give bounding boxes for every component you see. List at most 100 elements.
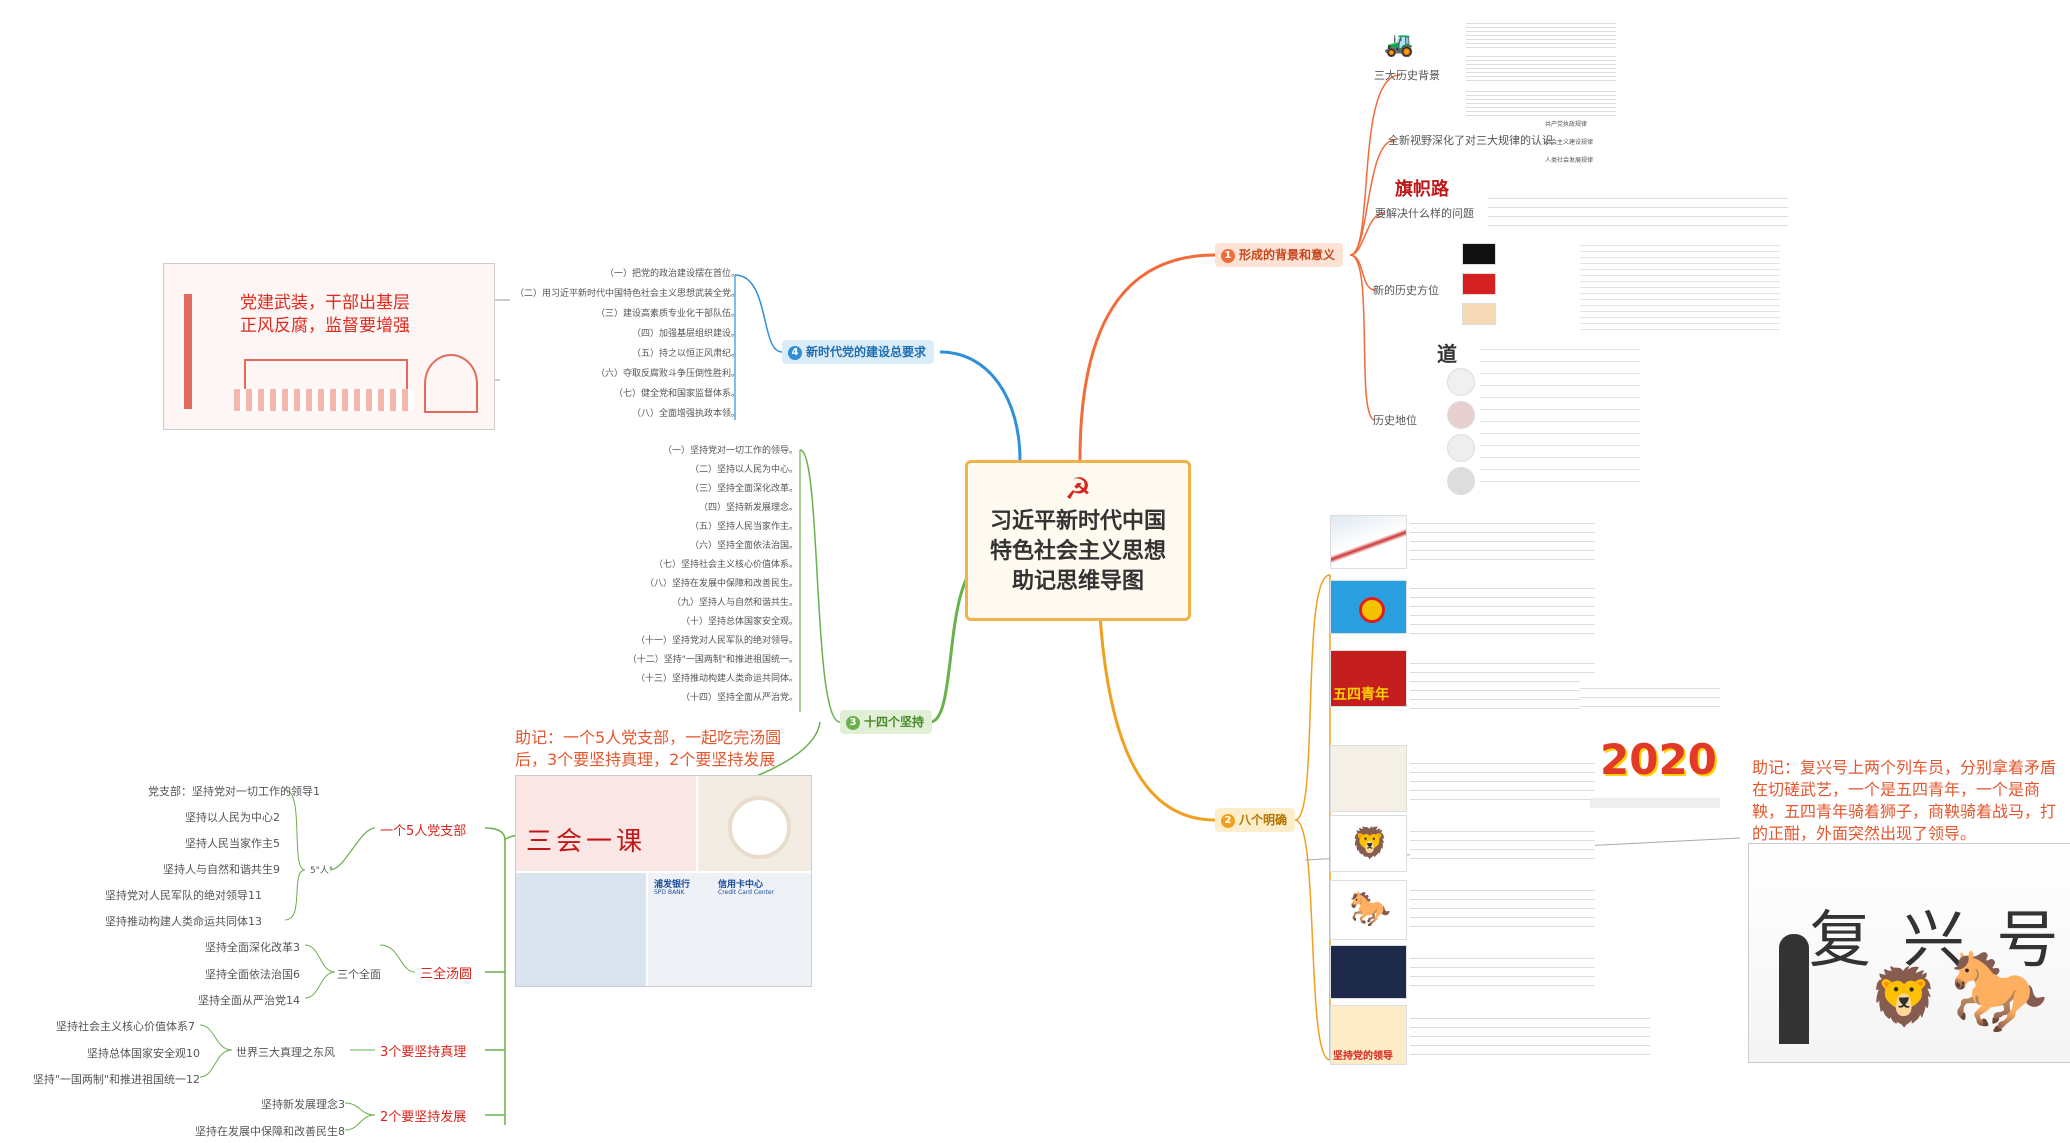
group-three-truths-mid: 世界三大真理之东风 <box>236 1046 335 1059</box>
tiananmen-roof <box>244 359 408 391</box>
bank-name-en: SPD BANK <box>654 889 685 896</box>
group-three-comprehensive[interactable]: 三全汤圆 <box>420 967 473 982</box>
target-thumb <box>1330 580 1407 634</box>
clarify-7-text <box>1410 950 1595 990</box>
g1-item[interactable]: 坚持以人民为中心2 <box>185 811 280 824</box>
b3-item-11[interactable]: （十一）坚持党对人民军队的绝对领导。 <box>635 636 798 646</box>
g1-item[interactable]: 坚持人民当家作主5 <box>185 837 280 850</box>
three-meetings-banner: 三会一课 <box>516 776 696 871</box>
party-lead-thumb: 坚持党的领导 <box>1330 1005 1407 1065</box>
clarify-3-text <box>1410 655 1595 710</box>
problem-text <box>1488 190 1788 230</box>
group-three-truths[interactable]: 3个要坚持真理 <box>380 1045 467 1060</box>
branch-number-badge: 3 <box>846 715 860 730</box>
b3-item-4[interactable]: （四）坚持新发展理念。 <box>698 503 798 513</box>
branch-number-badge: 1 <box>1221 248 1235 263</box>
status-thumb-4 <box>1447 467 1475 495</box>
b3-item-6[interactable]: （六）坚持全面依法治国。 <box>689 541 798 551</box>
fuxing-glyphs: 复 兴 号 <box>1809 903 2065 976</box>
youth-label: 五四青年 <box>1333 687 1389 703</box>
b3-item-1[interactable]: （一）坚持党对一切工作的领导。 <box>662 446 798 456</box>
position-text <box>1580 240 1780 330</box>
position-thumb-3 <box>1462 303 1496 325</box>
b4-item-4[interactable]: （四）加强基层组织建设。 <box>631 329 740 339</box>
branch-label: 八个明确 <box>1239 813 1288 827</box>
b3-item-14[interactable]: （十四）坚持全面从严治党。 <box>680 693 798 703</box>
b1-sub-history-background[interactable]: 三大历史背景 <box>1374 69 1440 82</box>
clarify-8-text <box>1410 1010 1650 1060</box>
party-building-illustration: 党建武装，干部出基层 正风反腐，监督要增强 <box>163 263 495 430</box>
g2-item[interactable]: 坚持全面深化改革3 <box>205 941 300 954</box>
clarify-4-text <box>1410 755 1595 800</box>
g2-item[interactable]: 坚持全面依法治国6 <box>205 968 300 981</box>
b3-item-8[interactable]: （八）坚持在发展中保障和改善民生。 <box>644 579 798 589</box>
b3-item-9[interactable]: （九）坚持人与自然和谐共生。 <box>671 598 798 608</box>
g2-item[interactable]: 坚持全面从严治党14 <box>198 994 300 1007</box>
branch-label: 十四个坚持 <box>864 715 925 729</box>
g4-item[interactable]: 坚持新发展理念3 <box>261 1098 345 1111</box>
group-party-branch[interactable]: 一个5人党支部 <box>380 824 467 839</box>
branch-number-badge: 4 <box>788 345 802 360</box>
b3-item-13[interactable]: （十三）坚持推动构建人类命运共同体。 <box>635 674 798 684</box>
branch-fourteen-adherences[interactable]: 3 十四个坚持 <box>840 710 933 734</box>
year-2020-graphic: 2020 <box>1600 735 1717 784</box>
b1-sub-historical-position[interactable]: 新的历史方位 <box>1373 284 1439 297</box>
horse-thumb: 🐎 <box>1330 880 1407 940</box>
g3-item[interactable]: 坚持社会主义核心价值体系7 <box>56 1020 195 1033</box>
g1-item[interactable]: 坚持推动构建人类命运共同体13 <box>105 915 262 928</box>
b3-item-2[interactable]: （二）坚持以人民为中心。 <box>689 465 798 475</box>
b1-sub-three-laws[interactable]: 全新视野深化了对三大规律的认识 <box>1388 134 1553 147</box>
g1-item[interactable]: 坚持人与自然和谐共生9 <box>163 863 280 876</box>
b3-item-12[interactable]: （十二）坚持"一国两制"和推进祖国统一。 <box>627 655 798 665</box>
b4-item-7[interactable]: （七）健全党和国家监督体系。 <box>613 389 740 399</box>
train-thumb <box>1330 515 1407 569</box>
g1-item[interactable]: 坚持党对人民军队的绝对领导11 <box>105 889 262 902</box>
b4-item-8[interactable]: （八）全面增强执政本领。 <box>631 409 740 419</box>
honor-guard-photo <box>516 873 646 986</box>
three-meetings-title: 三会一课 <box>526 827 647 857</box>
b4-item-3[interactable]: （三）建设高素质专业化干部队伍。 <box>595 309 740 319</box>
clarify-5-text <box>1410 823 1595 863</box>
history-text-2 <box>1466 53 1616 83</box>
history-text-1 <box>1466 20 1616 50</box>
status-text <box>1480 338 1640 488</box>
youth-thumb: 五四青年 <box>1330 650 1407 707</box>
b4-item-5[interactable]: （五）持之以恒正风肃纪。 <box>631 349 740 359</box>
clarify-mnemonic-note: 助记：复兴号上两个列车员，分别拿着矛盾 在切磋武艺，一个是五四青年，一个是商 鞅… <box>1752 758 2057 843</box>
central-title: 习近平新时代中国 特色社会主义思想 助记思维导图 <box>989 509 1166 594</box>
group-two-developments[interactable]: 2个要坚持发展 <box>380 1110 467 1125</box>
conductor-figure <box>1779 934 1809 1044</box>
g3-item[interactable]: 坚持"一国两制"和推进祖国统一12 <box>32 1073 200 1086</box>
b1-sub-historical-status[interactable]: 历史地位 <box>1373 414 1417 427</box>
card-center-name: 信用卡中心 <box>718 880 764 890</box>
flag-road-logo: 旗帜路 <box>1395 179 1449 200</box>
b4-item-2[interactable]: （二）用习近平新时代中国特色社会主义思想武装全党。 <box>514 289 740 299</box>
b4-item-1[interactable]: （一）把党的政治建设摆在首位。 <box>604 269 740 279</box>
b3-item-10[interactable]: （十）坚持总体国家安全观。 <box>680 617 798 627</box>
b4-item-6[interactable]: （六）夺取反腐败斗争压倒性胜利。 <box>595 369 740 379</box>
b3-item-7[interactable]: （七）坚持社会主义核心价值体系。 <box>653 560 798 570</box>
g4-item[interactable]: 坚持在发展中保障和改善民生8 <box>195 1125 345 1138</box>
position-thumb-1 <box>1462 243 1496 265</box>
status-thumb-3 <box>1447 434 1475 462</box>
tractor-icon: 🚜 <box>1384 30 1414 58</box>
g3-item[interactable]: 坚持总体国家安全观10 <box>87 1047 200 1060</box>
b3-item-5[interactable]: （五）坚持人民当家作主。 <box>689 522 798 532</box>
bank-name: 浦发银行 <box>654 880 691 890</box>
tiananmen-wall <box>234 389 414 411</box>
tangyuan-photo <box>698 776 811 871</box>
central-topic[interactable]: ☭ 习近平新时代中国 特色社会主义思想 助记思维导图 <box>965 460 1191 621</box>
history-text-3 <box>1466 88 1616 118</box>
law-item: 社会主义建设规律 <box>1545 139 1594 146</box>
g1-item[interactable]: 党支部：坚持党对一切工作的领导1 <box>148 785 320 798</box>
clarify-2-text <box>1410 580 1595 640</box>
law-item: 人类社会发展规律 <box>1545 157 1594 164</box>
b1-sub-problem[interactable]: 要解决什么样的问题 <box>1375 207 1474 220</box>
b3-item-3[interactable]: （三）坚持全面深化改革。 <box>689 484 798 494</box>
figure-sketch <box>424 354 478 413</box>
party-emblem-icon: ☭ <box>1064 472 1092 507</box>
huabiao-pillar <box>184 294 192 409</box>
